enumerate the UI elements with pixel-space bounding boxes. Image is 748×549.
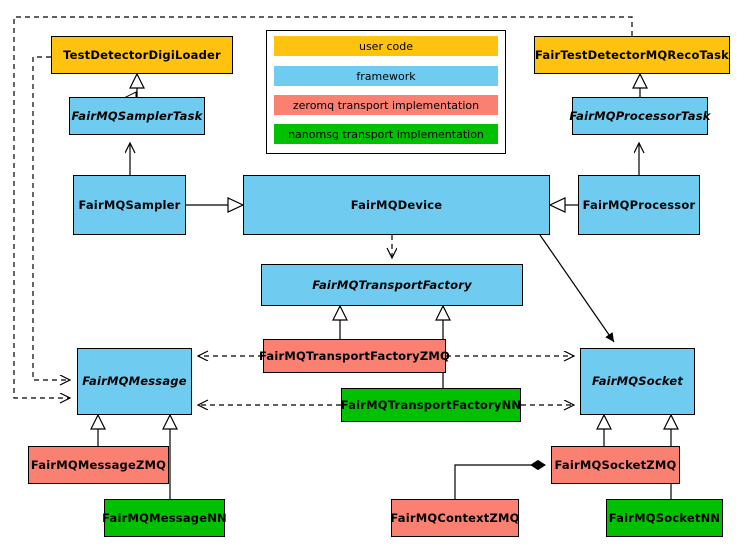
class-label: TestDetectorDigiLoader — [63, 47, 221, 62]
legend-label-user-code: user code — [358, 39, 414, 53]
class-label: FairMQProcessorTask — [569, 108, 711, 123]
class-label: FairMQSampler — [78, 197, 181, 212]
class-node-fairmqsamplertask[interactable]: FairMQSamplerTask — [69, 97, 205, 135]
class-label: FairMQTransportFactory — [312, 277, 472, 292]
class-node-fairmqtransportfactoryzmq[interactable]: FairMQTransportFactoryZMQ — [259, 339, 450, 373]
legend-label-zeromq: zeromq transport implementation — [292, 98, 480, 112]
class-node-fairmqsocket[interactable]: FairMQSocket — [580, 348, 695, 415]
class-node-fairmqdevice[interactable]: FairMQDevice — [243, 175, 550, 235]
class-node-fairmqmessagenn[interactable]: FairMQMessageNN — [102, 499, 227, 537]
class-node-fairmqtransportfactory[interactable]: FairMQTransportFactory — [261, 264, 523, 306]
class-label: FairMQSocketNN — [608, 510, 721, 525]
class-node-fairmqmessage[interactable]: FairMQMessage — [77, 348, 192, 415]
class-node-fairmqmessagezmq[interactable]: FairMQMessageZMQ — [28, 446, 169, 484]
class-node-fairmqprocessor[interactable]: FairMQProcessor — [578, 175, 700, 235]
class-label: FairMQMessage — [82, 374, 187, 389]
legend-item-zeromq: zeromq transport implementation — [274, 95, 498, 115]
class-node-fairtestdetectormqrecotask[interactable]: FairTestDetectorMQRecoTask — [534, 36, 730, 74]
class-label: FairMQTransportFactoryNN — [340, 397, 522, 412]
edge-contextzmq-socketzmq — [454, 459, 546, 499]
class-label: FairTestDetectorMQRecoTask — [535, 47, 729, 62]
legend-label-framework: framework — [356, 69, 416, 83]
class-node-fairmqcontextzmq[interactable]: FairMQContextZMQ — [390, 499, 520, 537]
class-label: FairMQDevice — [350, 197, 443, 212]
class-node-fairmqsocketzmq[interactable]: FairMQSocketZMQ — [551, 446, 680, 484]
legend-label-nanomsg: nanomsg transport implementation — [288, 127, 484, 141]
edge-digiloader-message — [32, 56, 70, 380]
class-node-fairmqtransportfactorynn[interactable]: FairMQTransportFactoryNN — [341, 388, 521, 422]
class-node-fairmqsocketnn[interactable]: FairMQSocketNN — [606, 499, 723, 537]
class-label: FairMQSamplerTask — [71, 108, 203, 123]
legend-item-framework: framework — [274, 66, 498, 86]
class-label: FairMQTransportFactoryZMQ — [259, 348, 451, 363]
class-node-fairmqprocessortask[interactable]: FairMQProcessorTask — [569, 97, 711, 135]
class-label: FairMQSocket — [591, 374, 684, 389]
class-node-testdetectordigiloader[interactable]: TestDetectorDigiLoader — [51, 36, 233, 74]
class-label: FairMQSocketZMQ — [554, 457, 677, 472]
legend-item-nanomsg: nanomsg transport implementation — [274, 124, 498, 144]
edge-device-socket — [539, 234, 615, 343]
legend-item-user-code: user code — [274, 36, 498, 56]
class-label: FairMQMessageNN — [102, 510, 227, 525]
class-label: FairMQProcessor — [582, 197, 696, 212]
class-label: FairMQMessageZMQ — [30, 457, 167, 472]
class-node-fairmqsampler[interactable]: FairMQSampler — [73, 175, 186, 235]
class-label: FairMQContextZMQ — [390, 510, 520, 525]
